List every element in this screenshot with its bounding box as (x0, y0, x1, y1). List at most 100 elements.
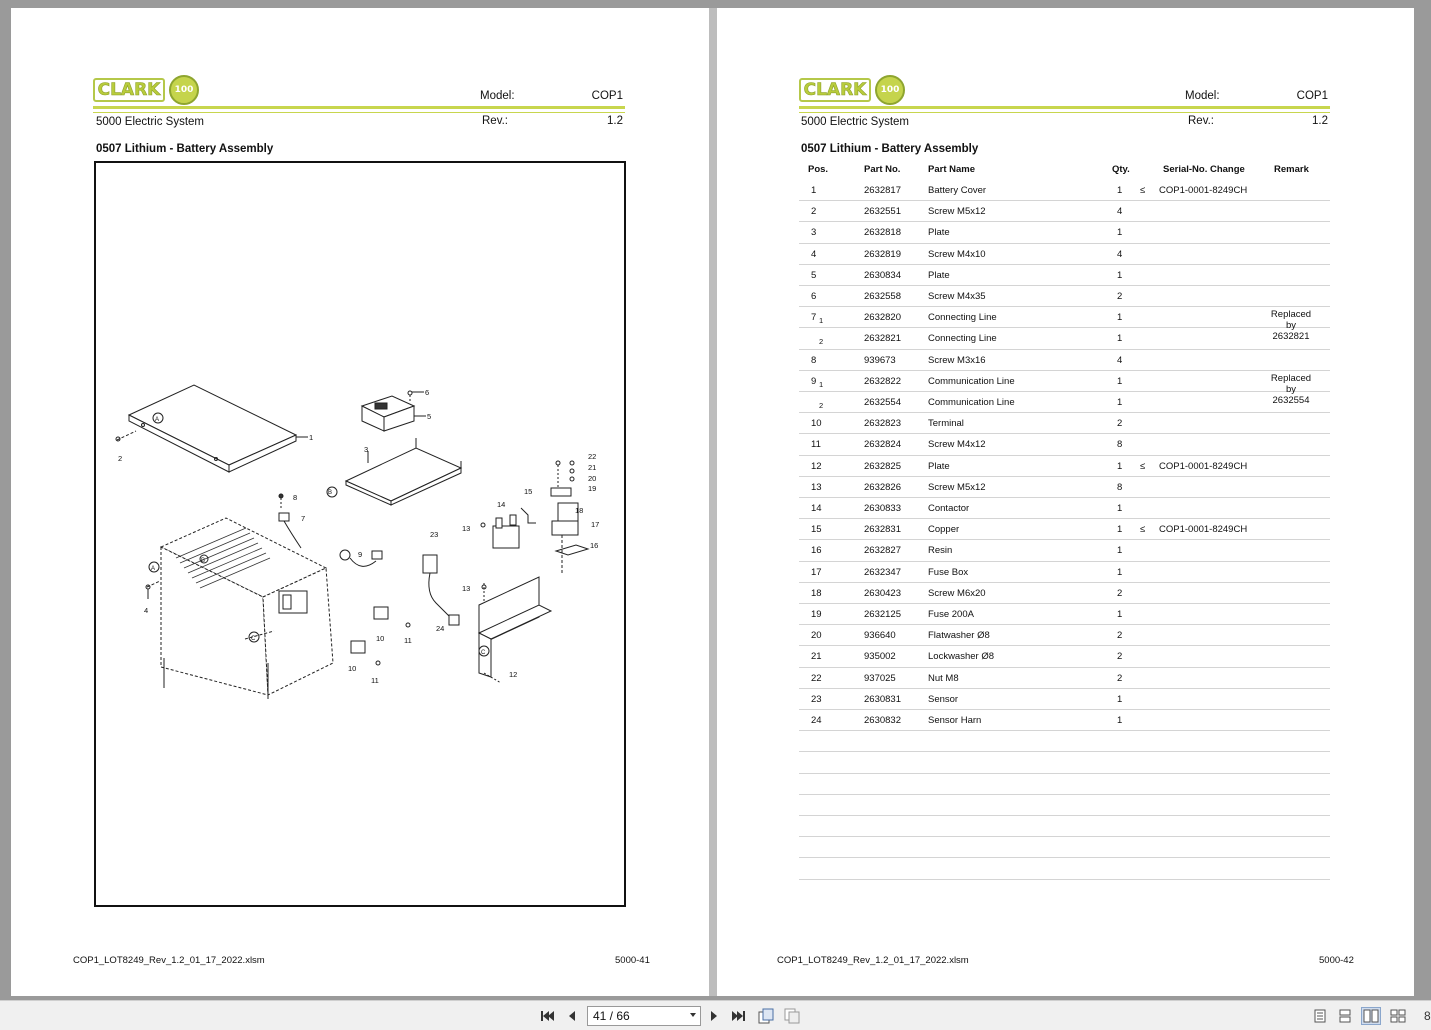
cell-serial-change: COP1-0001-8249CH (1159, 460, 1248, 472)
rev-label: Rev.: (1188, 115, 1214, 127)
cell-pos: 21 (811, 651, 822, 663)
section-title: 0507 Lithium - Battery Assembly (96, 143, 274, 155)
callout-7: 7 (301, 514, 305, 523)
cell-part-no: 939673 (864, 354, 896, 366)
cell-sub-index: 2 (819, 337, 824, 347)
footer-page-number: 5000-41 (615, 955, 650, 966)
cell-part-name: Nut M8 (928, 672, 959, 684)
cell-qty: 2 (1117, 418, 1123, 430)
empty-table-row (799, 837, 1330, 859)
rev-value: 1.2 (607, 115, 623, 127)
chevron-down-icon[interactable] (690, 1013, 696, 1017)
callout-22: 22 (588, 452, 596, 461)
cell-part-name: Flatwasher Ø8 (928, 630, 990, 642)
cell-pos: 14 (811, 503, 822, 514)
cell-part-name: Screw M5x12 (928, 481, 986, 493)
cell-sub-index: 2 (819, 401, 824, 410)
callout-13b: 13 (462, 584, 470, 593)
cell-part-no: 2630423 (864, 587, 901, 599)
cell-part-no: 2632831 (864, 524, 901, 536)
cell-pos: 16 (811, 545, 822, 557)
cell-part-no: 2630831 (864, 693, 901, 705)
cell-part-no: 2632558 (864, 291, 901, 302)
callout-16: 16 (590, 541, 598, 550)
next-page-icon[interactable] (705, 1007, 723, 1025)
document-viewport[interactable]: CLARK 100 Model: COP1 5000 Electric Syst… (0, 0, 1431, 1000)
cell-part-name: Screw M3x16 (928, 354, 986, 366)
cell-pos: 17 (811, 566, 822, 578)
cell-part-no: 2632826 (864, 481, 901, 493)
prev-page-icon[interactable] (563, 1007, 581, 1025)
cell-part-name: Plate (928, 269, 950, 281)
header-rule (799, 106, 1330, 109)
cell-serial-operator: ≤ (1140, 185, 1146, 196)
cell-part-no: 2632347 (864, 566, 901, 578)
battery-assembly-drawing: 1 2 3 4 5 6 7 8 9 10 11 12 13 14 (115, 384, 599, 699)
two-page-view-icon[interactable] (1361, 1007, 1381, 1025)
empty-table-row (799, 816, 1330, 838)
anniversary-seal-icon: 100 (169, 75, 199, 105)
cell-pos: 5 (811, 269, 817, 281)
callout-23: 23 (430, 530, 438, 539)
cell-serial-operator: ≤ (1140, 524, 1146, 536)
cell-sub-index: 1 (819, 379, 824, 389)
cell-pos: 12 (811, 460, 822, 472)
callout-13: 13 (462, 524, 470, 533)
system-title: 5000 Electric System (96, 116, 205, 128)
exploded-diagram: 1 2 3 4 5 6 7 8 9 10 11 12 13 14 (94, 161, 626, 907)
cell-part-name: Sensor (928, 693, 959, 705)
cell-part-no: 2632821 (864, 333, 901, 345)
header-rule-thin (93, 112, 625, 113)
callout-10: 10 (376, 634, 384, 643)
callout-c: C (251, 636, 256, 642)
cell-remark-line1: Replaced by (1270, 372, 1312, 395)
two-page-continuous-view-icon[interactable] (1389, 1007, 1407, 1025)
clark-logo: CLARK (799, 78, 871, 102)
cell-part-no: 935002 (864, 651, 896, 663)
last-page-icon[interactable] (730, 1007, 748, 1025)
cell-qty: 4 (1117, 248, 1123, 260)
cell-remark-line1: Replaced by (1270, 309, 1312, 332)
cell-part-no: 2630832 (864, 715, 901, 726)
cell-serial-operator: ≤ (1140, 460, 1146, 472)
cell-part-no: 2632823 (864, 418, 901, 430)
callout-21: 21 (588, 463, 596, 472)
link-icon[interactable] (783, 1007, 801, 1025)
col-header-part-no: Part No. (864, 164, 901, 175)
col-header-pos: Pos. (808, 164, 829, 175)
cell-part-no: 2632125 (864, 609, 901, 620)
callout-8: 8 (293, 493, 297, 502)
cell-part-name: Fuse Box (928, 566, 969, 578)
cell-part-no: 2630834 (864, 269, 901, 281)
model-value: COP1 (1296, 90, 1328, 102)
continuous-view-icon[interactable] (1336, 1007, 1354, 1025)
cell-part-name: Screw M4x12 (928, 439, 986, 451)
cell-part-no: 937025 (864, 672, 896, 684)
callout-2: 2 (118, 454, 122, 463)
cell-qty: 2 (1117, 672, 1123, 684)
first-page-icon[interactable] (538, 1007, 556, 1025)
cell-pos: 22 (811, 672, 822, 684)
cell-pos: 1 (811, 185, 817, 196)
cell-part-no: 2632822 (864, 375, 901, 387)
cell-part-name: Sensor Harn (928, 715, 982, 726)
cell-pos: 13 (811, 481, 822, 493)
single-page-view-icon[interactable] (1311, 1007, 1329, 1025)
rotate-icon[interactable] (757, 1007, 775, 1025)
cell-part-no: 2632554 (864, 397, 901, 408)
page-number-input[interactable]: 41 / 66 (587, 1006, 701, 1026)
callout-11b: 11 (371, 676, 379, 685)
header-rule (93, 106, 625, 109)
cell-qty: 1 (1117, 715, 1123, 726)
